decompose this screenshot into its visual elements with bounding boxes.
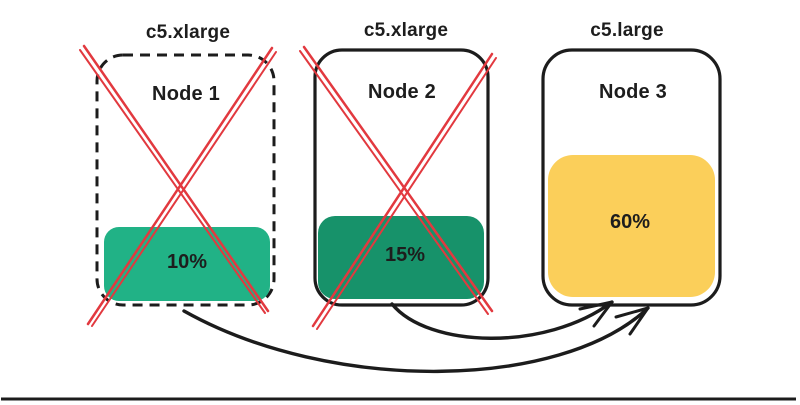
node-2-utilization-fill: [318, 216, 484, 299]
cross-line: [316, 57, 497, 330]
cross-line: [311, 52, 494, 328]
node-1-name-label: Node 1: [152, 83, 220, 105]
node-3-utilization-fill: [548, 155, 715, 297]
node-1-border: [95, 53, 276, 307]
node-1-instance-type-label: c5.xlarge: [146, 22, 230, 43]
arrowhead-icon: [578, 300, 614, 328]
cross-line: [299, 50, 489, 315]
node-1-utilization-label: 10%: [167, 251, 207, 273]
arrowhead-icon: [614, 306, 650, 336]
node-3-border: [541, 48, 722, 307]
node-3-group: c5.large Node 3 60%: [541, 20, 722, 307]
node-3-utilization-label: 60%: [610, 211, 650, 233]
node-3-instance-type-label: c5.large: [590, 20, 663, 41]
node-2-instance-type-label: c5.xlarge: [364, 20, 448, 41]
node-3-name-label: Node 3: [599, 81, 667, 103]
cross-line: [79, 49, 266, 314]
cross-line: [86, 46, 274, 326]
node-2-name-label: Node 2: [368, 81, 436, 103]
consolidation-arrows: [182, 300, 650, 374]
node-1-group: c5.xlarge Node 1 10%: [79, 22, 277, 327]
arrow-node2-to-node3: [390, 300, 614, 340]
node-1-cross-out-icon: [79, 44, 277, 327]
node-2-group: c5.xlarge Node 2 15%: [299, 20, 497, 330]
node-2-cross-out-icon: [299, 45, 497, 330]
cross-line: [91, 51, 277, 327]
node-2-utilization-label: 15%: [385, 244, 425, 266]
node-2-border: [313, 48, 490, 307]
arrow-node1-to-node3: [182, 306, 650, 374]
cross-line: [82, 44, 270, 313]
cross-line: [302, 45, 494, 313]
